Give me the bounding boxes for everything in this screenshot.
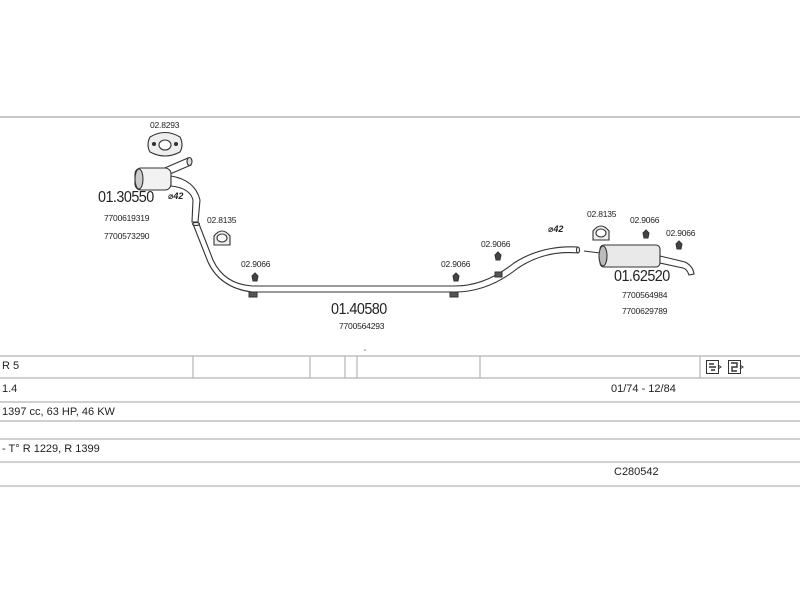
middle-pipe-number: 01.40580 (331, 301, 387, 318)
rear-muffler-drawing (583, 244, 695, 276)
middle-pipe-ref: 7700564293 (339, 321, 385, 331)
hanger-brackets (248, 271, 503, 298)
types-cell: - T° R 1229, R 1399 (2, 443, 100, 455)
code-cell: C280542 (614, 466, 659, 478)
engine-cell: 1.4 (2, 383, 18, 395)
clamp-right-label: 02.8135 (587, 209, 617, 219)
hanger-3-label: 02.9066 (481, 239, 511, 249)
middle-pipe-drawing (191, 221, 581, 293)
period-cell: 01/74 - 12/84 (611, 383, 676, 395)
clamp-right-drawing (592, 225, 610, 241)
front-muffler-drawing (134, 156, 201, 223)
front-muffler-ref-1: 7700619319 (104, 213, 150, 223)
gasket-top-label: 02.8293 (150, 120, 180, 130)
specs-cell: 1397 cc, 63 HP, 46 KW (2, 406, 115, 418)
gasket-drawing (147, 131, 183, 157)
clamp-left-drawing (213, 230, 231, 246)
hanger-5-label: 02.9066 (666, 228, 696, 238)
clamp-left-label: 02.8135 (207, 215, 237, 225)
pipe-connector-icon (706, 360, 722, 374)
front-muffler-ref-2: 7700573290 (104, 231, 150, 241)
info-table-lines (0, 355, 800, 487)
rear-muffler-ref-2: 7700629789 (622, 306, 668, 316)
hanger-2-label: 02.9066 (441, 259, 471, 269)
rear-muffler-ref-1: 7700564984 (622, 290, 668, 300)
front-muffler-number: 01.30550 (98, 189, 154, 206)
diameter-left-label: ⌀42 (168, 191, 184, 201)
diameter-right-label: ⌀42 (548, 224, 564, 234)
flex-connector-icon (728, 360, 744, 374)
hanger-1-label: 02.9066 (241, 259, 271, 269)
rubber-hangers (251, 229, 683, 282)
dot-mark (364, 349, 366, 351)
hanger-4-label: 02.9066 (630, 215, 660, 225)
rear-muffler-number: 01.62520 (614, 268, 670, 285)
model-cell: R 5 (2, 360, 20, 372)
